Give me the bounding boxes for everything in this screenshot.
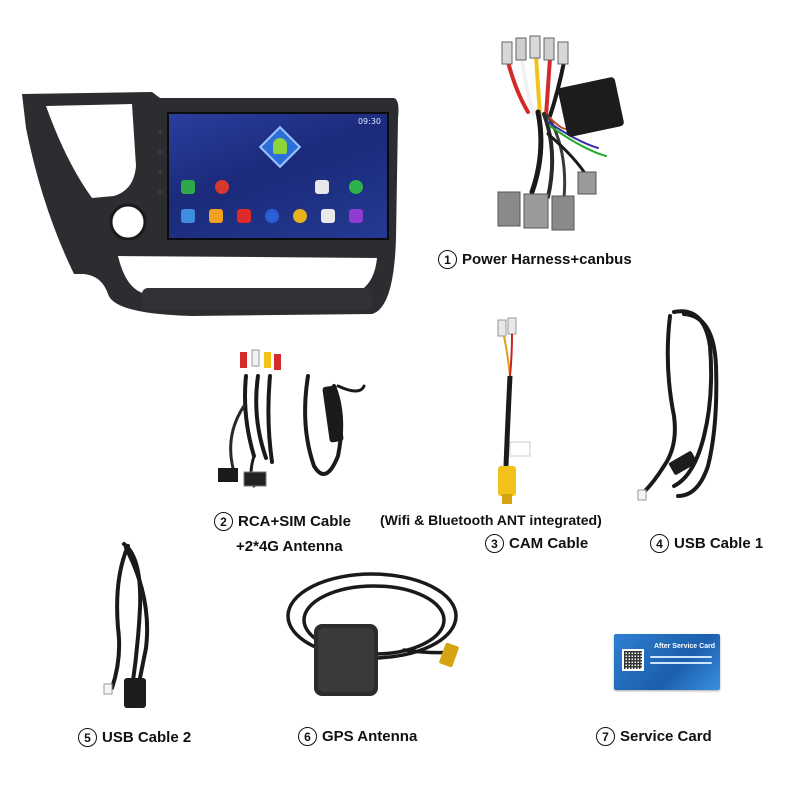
item-label: RCA+SIM Cable bbox=[238, 513, 351, 530]
caption-usb-1: 4 USB Cable 1 bbox=[650, 534, 763, 553]
screen-status: 09:30 bbox=[357, 117, 381, 126]
cam-cable-image bbox=[497, 317, 531, 504]
item-number: 4 bbox=[650, 534, 669, 553]
caption-service-card: 7 Service Card bbox=[596, 727, 712, 746]
item-label: Power Harness+canbus bbox=[462, 251, 632, 268]
service-card-image: After Service Card bbox=[614, 634, 720, 690]
app-icon bbox=[209, 209, 223, 223]
app-icon bbox=[181, 180, 195, 194]
item-label: Service Card bbox=[620, 728, 712, 745]
app-icon bbox=[349, 209, 363, 223]
caption-usb-2: 5 USB Cable 2 bbox=[78, 728, 191, 747]
item-number: 5 bbox=[78, 728, 97, 747]
item-number: 7 bbox=[596, 727, 615, 746]
app-icon bbox=[265, 209, 279, 223]
item-label: CAM Cable bbox=[509, 535, 589, 552]
usb-cable-2-image bbox=[103, 542, 150, 708]
caption-4g-antenna: +2*4G Antenna bbox=[236, 538, 343, 555]
app-icon bbox=[315, 180, 329, 194]
caption-gps: 6 GPS Antenna bbox=[298, 727, 417, 746]
android-icon bbox=[273, 138, 287, 154]
app-icon bbox=[237, 209, 251, 223]
gps-antenna-image bbox=[286, 572, 459, 696]
rca-sim-antenna-image bbox=[218, 349, 366, 488]
side-button bbox=[158, 130, 162, 134]
app-icon bbox=[215, 180, 229, 194]
item-label: GPS Antenna bbox=[322, 728, 418, 745]
item-label: USB Cable 1 bbox=[674, 535, 764, 552]
item-label: USB Cable 2 bbox=[102, 729, 192, 746]
caption-rca-sim: 2 RCA+SIM Cable bbox=[214, 512, 351, 531]
item-number: 3 bbox=[485, 534, 504, 553]
qr-code-icon bbox=[622, 649, 644, 671]
power-harness-image bbox=[497, 35, 624, 231]
app-icon bbox=[293, 209, 307, 223]
side-button bbox=[158, 170, 162, 174]
service-card-text-lines bbox=[650, 656, 712, 668]
usb-cable-1-image bbox=[637, 309, 719, 501]
caption-power-harness: 1 Power Harness+canbus bbox=[438, 250, 632, 269]
app-icon bbox=[321, 209, 335, 223]
android-screen: 09:30 bbox=[167, 112, 389, 240]
side-button bbox=[158, 190, 162, 194]
app-icon bbox=[181, 209, 195, 223]
item-number: 6 bbox=[298, 727, 317, 746]
side-button bbox=[158, 150, 162, 154]
wifi-bt-note: (Wifi & Bluetooth ANT integrated) bbox=[380, 512, 602, 528]
caption-cam-cable: 3 CAM Cable bbox=[485, 534, 588, 553]
app-icon bbox=[349, 180, 363, 194]
item-number: 2 bbox=[214, 512, 233, 531]
service-card-title: After Service Card bbox=[654, 643, 716, 650]
item-number: 1 bbox=[438, 250, 457, 269]
